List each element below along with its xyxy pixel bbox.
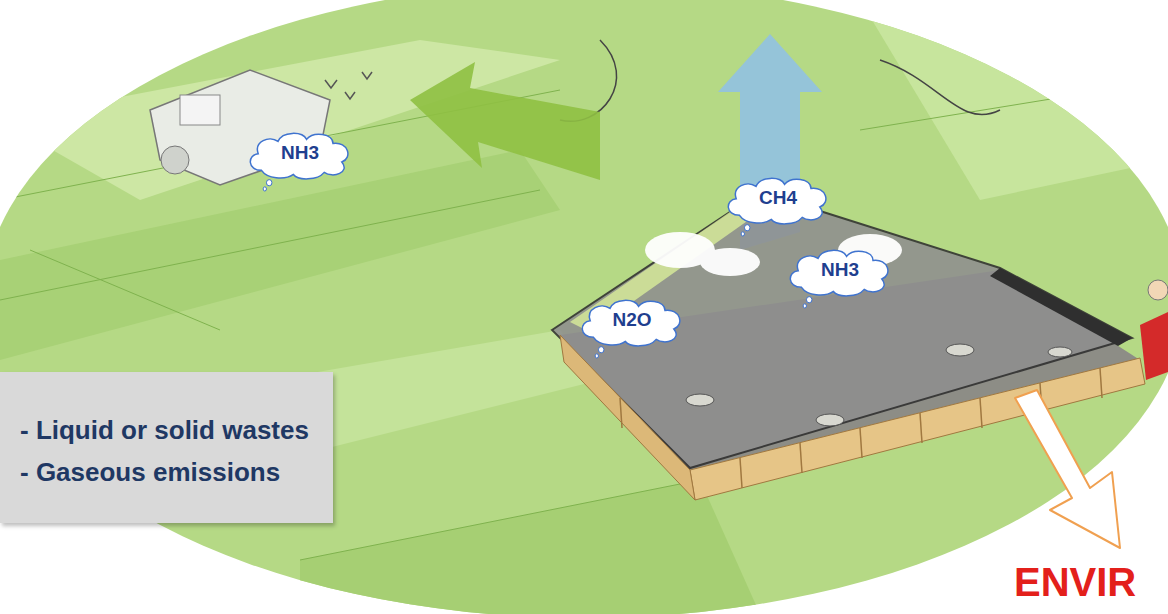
- farmer-shirt: [1140, 312, 1168, 380]
- cow: [946, 344, 974, 356]
- field-strip: [860, 0, 1168, 200]
- cloud-bubble: [263, 187, 266, 191]
- section-heading: ENVIR: [1014, 560, 1136, 605]
- green-arrow: [410, 62, 600, 180]
- bird: [362, 72, 372, 79]
- barn-wall: [560, 335, 695, 500]
- wall-post: [620, 398, 622, 428]
- cloud-bubble: [806, 297, 812, 303]
- cow: [816, 414, 844, 426]
- cow: [686, 394, 714, 406]
- field-strip: [300, 480, 760, 614]
- bird: [325, 80, 337, 88]
- tractor-cab: [180, 95, 220, 125]
- farmer: [1140, 280, 1168, 380]
- bullet-text: - Liquid or solid wastes: [20, 410, 315, 452]
- wall-post: [800, 443, 802, 473]
- smoke: [700, 248, 760, 276]
- wall-post: [1100, 368, 1102, 398]
- gas-cloud: NH3: [785, 246, 895, 308]
- field-line: [860, 80, 1168, 130]
- wall-posts: [620, 368, 1102, 488]
- gas-cloud: NH3: [245, 129, 355, 191]
- gas-cloud: CH4: [723, 174, 833, 236]
- cloud-bubble: [741, 232, 744, 236]
- cows: [686, 344, 1072, 426]
- callout-arrow: [1015, 390, 1120, 548]
- cloud-bubble: [595, 354, 598, 358]
- bullet-text: - Gaseous emissions: [20, 452, 315, 494]
- gas-formula: CH4: [723, 187, 833, 209]
- wall-post: [860, 428, 862, 458]
- gas-formula: NH3: [785, 259, 895, 281]
- note-box: - Liquid or solid wastes- Gaseous emissi…: [0, 372, 333, 523]
- cloud-bubble: [803, 304, 806, 308]
- cloud-bubble: [598, 347, 604, 353]
- field-line: [0, 190, 540, 300]
- tractor-wheel: [161, 146, 189, 174]
- field-strip: [0, 150, 560, 360]
- wall-post: [740, 458, 742, 488]
- cloud-bubble: [744, 225, 750, 231]
- roof-edge: [990, 268, 1132, 346]
- field-line: [30, 250, 220, 330]
- cow: [1048, 347, 1072, 357]
- sketch-line: [880, 60, 1000, 115]
- birds: [325, 72, 372, 99]
- cloud-bubble: [266, 180, 272, 186]
- wall-post: [980, 398, 982, 428]
- gas-formula: NH3: [245, 142, 355, 164]
- bird: [345, 92, 355, 99]
- farmer-head: [1148, 280, 1168, 300]
- gas-cloud: N2O: [577, 296, 687, 358]
- field-line: [300, 480, 700, 560]
- wall-post: [920, 413, 922, 443]
- gas-formula: N2O: [577, 309, 687, 331]
